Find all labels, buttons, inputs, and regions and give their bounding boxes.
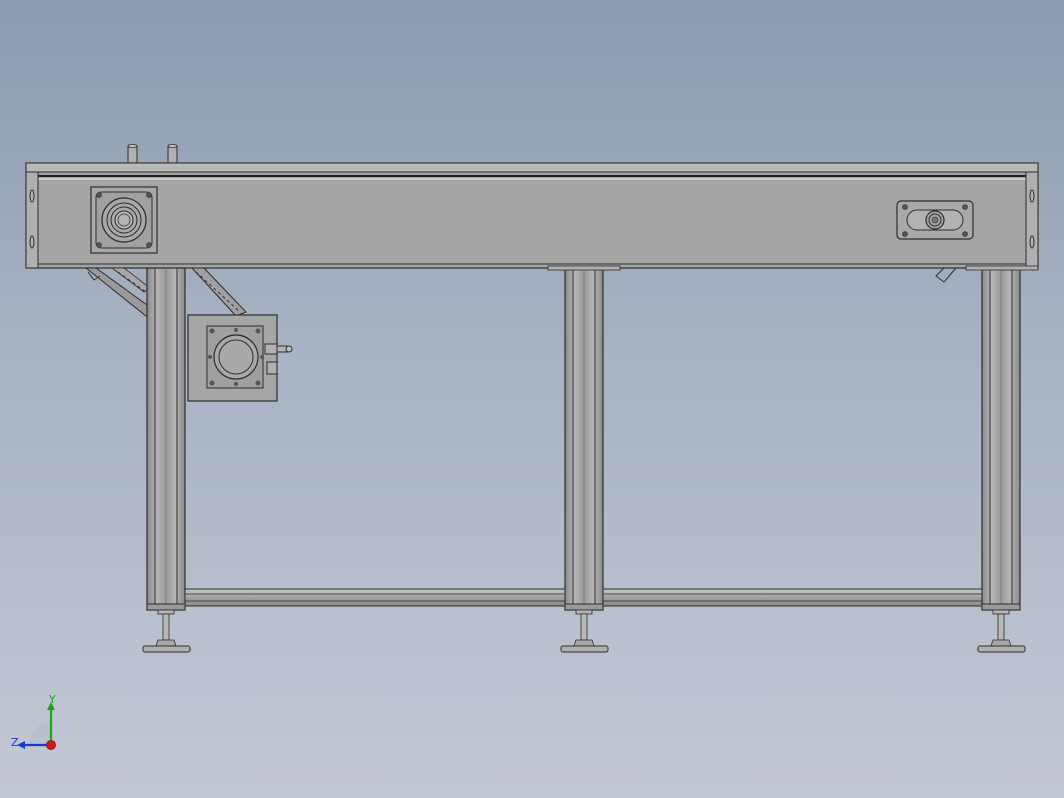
tail-bearing-takeup[interactable] xyxy=(896,200,974,240)
triad-z-label: Z xyxy=(11,736,19,749)
bottom-rail-right xyxy=(602,588,983,607)
bottom-rail-left xyxy=(184,588,566,607)
leg-left[interactable] xyxy=(146,267,186,611)
z-axis-arrow-icon xyxy=(17,741,25,749)
leveling-foot-left xyxy=(142,609,191,653)
drive-bearing-flange[interactable] xyxy=(90,186,158,254)
leg-right[interactable] xyxy=(965,265,1039,611)
top-pipe-left xyxy=(127,144,138,165)
top-pipe-right xyxy=(167,144,178,165)
conveyor-frame[interactable] xyxy=(25,162,1039,269)
leg-middle[interactable] xyxy=(547,265,621,611)
leveling-foot-right xyxy=(977,609,1026,653)
orientation-triad[interactable]: Y Z xyxy=(8,694,68,754)
y-axis-arrow-icon xyxy=(47,702,55,710)
x-axis-icon xyxy=(46,740,56,750)
diagonal-brace xyxy=(84,267,957,317)
leveling-foot-middle xyxy=(560,609,609,653)
triad-plane-icon xyxy=(28,722,51,745)
triad-y-label: Y xyxy=(48,694,56,706)
gear-motor[interactable] xyxy=(187,314,293,402)
